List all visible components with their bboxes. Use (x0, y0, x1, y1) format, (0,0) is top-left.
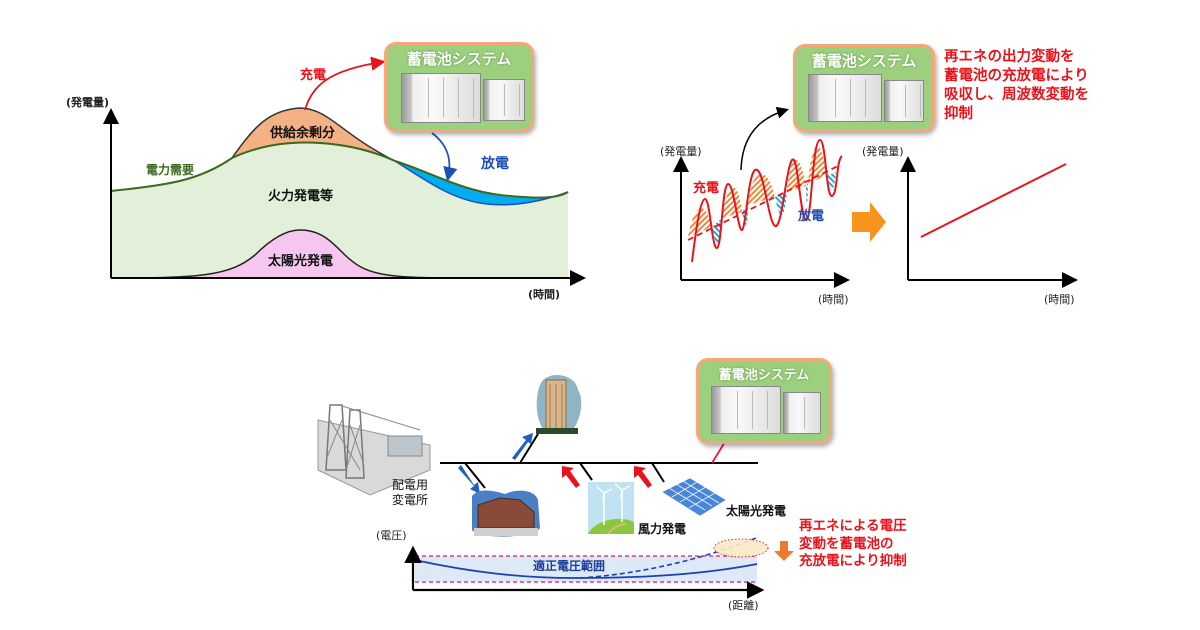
blue-arrow-to-tower (512, 433, 533, 460)
distribution-grid-diagram (317, 374, 794, 599)
solar-panel-icon (661, 477, 727, 517)
solar-label: 太陽光発電 (268, 254, 334, 269)
voltage-profile-line (414, 559, 758, 579)
substation-label-line: 変電所 (392, 493, 429, 507)
wind-label: 風力発電 (638, 522, 687, 536)
charge-hatch (688, 146, 826, 237)
solar-area (110, 229, 461, 279)
orange-transform-arrow (852, 202, 886, 242)
bess-panel-3: 蓄電池システム (696, 358, 832, 444)
wind-farm-icon (588, 482, 634, 535)
d2-charge-label: 充電 (693, 181, 720, 196)
bess-panel-2: 蓄電池システム (793, 44, 935, 132)
red-arrow-from-wind (562, 466, 580, 488)
discharge-label: 放電 (481, 156, 509, 172)
thermal-area (111, 141, 568, 278)
bess-title: 蓄電池システム (406, 50, 512, 68)
substation-label: 配電用 変電所 (392, 478, 428, 508)
voltage-note: 再エネによる電圧 変動を蓄電池の 充放電により抑制 (799, 518, 907, 571)
red-arrow-from-solar (634, 466, 652, 488)
note-line: 充放電により抑制 (799, 553, 907, 570)
battery-cabinet-large (711, 386, 781, 434)
d1-y-axis-label: (発電量) (66, 96, 110, 109)
d2-discharge-label: 放電 (798, 209, 825, 224)
substation-icon (317, 404, 431, 496)
d1-x-axis-label: (時間) (528, 288, 561, 301)
solar-label: 太陽光発電 (726, 504, 787, 518)
battery-cabinet-small (884, 80, 924, 122)
note-line: 再エネによる電圧 (799, 518, 907, 534)
discharge-arrow (431, 132, 458, 182)
battery-cabinet-large (401, 73, 481, 123)
supply-demand-chart (103, 56, 586, 286)
fluctuating-output-line (691, 138, 843, 263)
thermal-label: 火力発電等 (268, 189, 334, 204)
charge-label: 充電 (300, 68, 327, 83)
d2-right-y-axis-label: (発電量) (862, 145, 904, 158)
blue-arrow-to-building (458, 465, 480, 494)
frequency-note: 再エネの出力変動を 蓄電池の充放電により 吸収し、周波数変動を 抑制 (944, 48, 1089, 123)
note-line: 抑制 (944, 105, 973, 122)
smoothed-output-line (920, 163, 1067, 238)
battery-cabinet-small (783, 392, 821, 434)
d2-right-x-axis-label: (時間) (1044, 293, 1075, 306)
note-line: 蓄電池の充放電により (944, 67, 1089, 84)
town-building-icon (472, 490, 540, 537)
bess-title: 蓄電池システム (718, 368, 810, 383)
distance-axis-label: (距離) (728, 599, 759, 612)
charge-arrow (304, 56, 386, 111)
proper-voltage-label: 適正電圧範囲 (533, 559, 606, 573)
apartment-tower-icon (536, 374, 582, 434)
battery-cabinet-small (483, 79, 525, 121)
surplus-label: 供給余剰分 (270, 126, 336, 141)
substation-label-line: 配電用 (392, 478, 429, 492)
to-bess-arrow (740, 106, 789, 171)
note-line: 吸収し、周波数変動を (944, 86, 1089, 103)
demand-label: 電力需要 (146, 163, 195, 177)
overvoltage-highlight (713, 538, 769, 558)
battery-cabinet-large (808, 74, 882, 122)
bess-panel-1: 蓄電池システム (384, 42, 534, 132)
note-line: 再エネの出力変動を (944, 49, 1075, 65)
trend-line (687, 165, 839, 241)
frequency-smoothing-charts (673, 106, 1078, 288)
d2-left-y-axis-label: (発電量) (660, 145, 702, 158)
orange-down-arrow (774, 541, 794, 561)
voltage-rise-dashed-line (579, 537, 757, 579)
d2-left-x-axis-label: (時間) (818, 293, 849, 306)
bess-title: 蓄電池システム (811, 52, 917, 70)
demand-line (110, 141, 569, 199)
note-line: 変動を蓄電池の (799, 535, 894, 552)
voltage-axis-label: (電圧) (376, 529, 407, 542)
